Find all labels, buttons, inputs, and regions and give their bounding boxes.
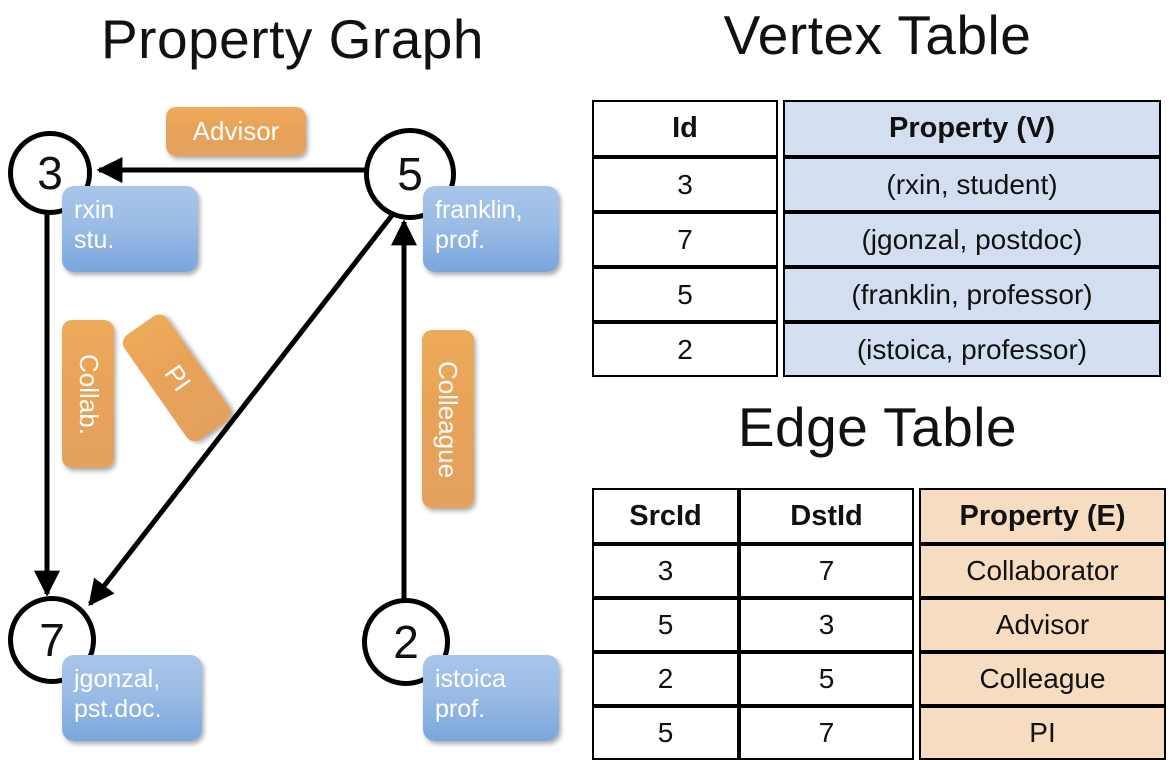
- vertex-table-cell-id: 5: [592, 267, 778, 322]
- vertex-table-header-property: Property (V): [783, 100, 1161, 157]
- vertex-property-box-2[interactable]: istoica prof.: [423, 655, 559, 741]
- edge-table-cell-property: Collaborator: [919, 544, 1166, 598]
- table-row[interactable]: 2 (istoica, professor): [592, 322, 1161, 377]
- vertex-property-box-3-line2: stu.: [74, 226, 115, 254]
- vertex-table-cell-id: 7: [592, 212, 778, 267]
- edge-table-cell-dstid: 7: [739, 544, 914, 598]
- vertex-table-cell-id: 3: [592, 157, 778, 212]
- vertex-table-cell-property: (jgonzal, postdoc): [783, 212, 1161, 267]
- vertex-property-box-3-line1: rxin: [74, 196, 115, 224]
- table-row[interactable]: 5 3 Advisor: [592, 598, 1166, 652]
- edge-table-cell-dstid: 7: [739, 706, 914, 760]
- edge-label-advisor-text: Advisor: [192, 116, 280, 146]
- vertex-property-box-3[interactable]: rxin stu.: [62, 186, 198, 272]
- edge-table-cell-srcid: 3: [592, 544, 739, 598]
- graph-node-5[interactable]: 5: [364, 128, 456, 220]
- edge-table-header-property: Property (E): [919, 488, 1166, 544]
- vertex-property-box-7-line1: jgonzal,: [74, 665, 161, 693]
- vertex-property-box-7[interactable]: jgonzal, pst.doc.: [62, 655, 202, 741]
- edge-table-cell-property: Colleague: [919, 652, 1166, 706]
- page-title-vertex-table: Vertex Table: [723, 4, 1032, 66]
- vertex-table-header-id: Id: [592, 100, 778, 157]
- edge-table-cell-property: Advisor: [919, 598, 1166, 652]
- graph-node-2-label: 2: [393, 616, 419, 668]
- edge-table-header-dstid: DstId: [739, 488, 914, 544]
- page-title-property-graph: Property Graph: [100, 8, 484, 70]
- vertex-property-box-2-line2: prof.: [435, 695, 486, 723]
- vertex-property-box-2-line1: istoica: [435, 665, 506, 693]
- table-row[interactable]: 7 (jgonzal, postdoc): [592, 212, 1161, 267]
- graph-node-3-label: 3: [37, 147, 63, 199]
- edge-label-colleague-text: Colleague: [433, 360, 464, 478]
- edge-table-cell-dstid: 5: [739, 652, 914, 706]
- table-row[interactable]: 5 (franklin, professor): [592, 267, 1161, 322]
- vertex-table-cell-property: (istoica, professor): [783, 322, 1161, 377]
- edge-label-collaborator-text: Collab.: [73, 353, 104, 435]
- page-title-edge-table: Edge Table: [737, 396, 1018, 458]
- graph-edges-canvas: [34, 157, 417, 607]
- graph-node-5-label: 5: [397, 148, 423, 200]
- vertex-table-cell-property: (franklin, professor): [783, 267, 1161, 322]
- edge-label-advisor[interactable]: Advisor: [166, 107, 306, 156]
- vertex-table-cell-property: (rxin, student): [783, 157, 1161, 212]
- vertex-property-box-5-line1: franklin,: [435, 196, 523, 224]
- graph-node-7-label: 7: [39, 614, 65, 666]
- edge-label-pi-text: PI: [158, 359, 197, 397]
- table-row[interactable]: 3 (rxin, student): [592, 157, 1161, 212]
- table-row[interactable]: 3 7 Collaborator: [592, 544, 1166, 598]
- edge-table-cell-dstid: 3: [739, 598, 914, 652]
- table-row[interactable]: 2 5 Colleague: [592, 652, 1166, 706]
- vertex-table-header-row: Id Property (V): [592, 100, 1161, 157]
- table-row[interactable]: 5 7 PI: [592, 706, 1166, 760]
- edge-table-cell-srcid: 5: [592, 706, 739, 760]
- graph-node-2[interactable]: 2: [362, 598, 450, 686]
- edge-label-collaborator[interactable]: Collab.: [62, 320, 114, 468]
- vertex-property-box-5[interactable]: franklin, prof.: [423, 186, 559, 272]
- edge-table-header-srcid: SrcId: [592, 488, 739, 544]
- edge-label-colleague[interactable]: Colleague: [422, 330, 474, 508]
- edge-table-cell-srcid: 2: [592, 652, 739, 706]
- edge-table: SrcId DstId Property (E) 3 7 Collaborato…: [592, 488, 1166, 760]
- edge-table-header-row: SrcId DstId Property (E): [592, 488, 1166, 544]
- edge-table-cell-property: PI: [919, 706, 1166, 760]
- edge-table-cell-srcid: 5: [592, 598, 739, 652]
- vertex-table: Id Property (V) 3 (rxin, student) 7 (jgo…: [592, 100, 1161, 377]
- edge-5-to-7: [88, 203, 402, 607]
- vertex-property-box-5-line2: prof.: [435, 226, 486, 254]
- vertex-property-box-7-line2: pst.doc.: [74, 695, 162, 723]
- vertex-table-cell-id: 2: [592, 322, 778, 377]
